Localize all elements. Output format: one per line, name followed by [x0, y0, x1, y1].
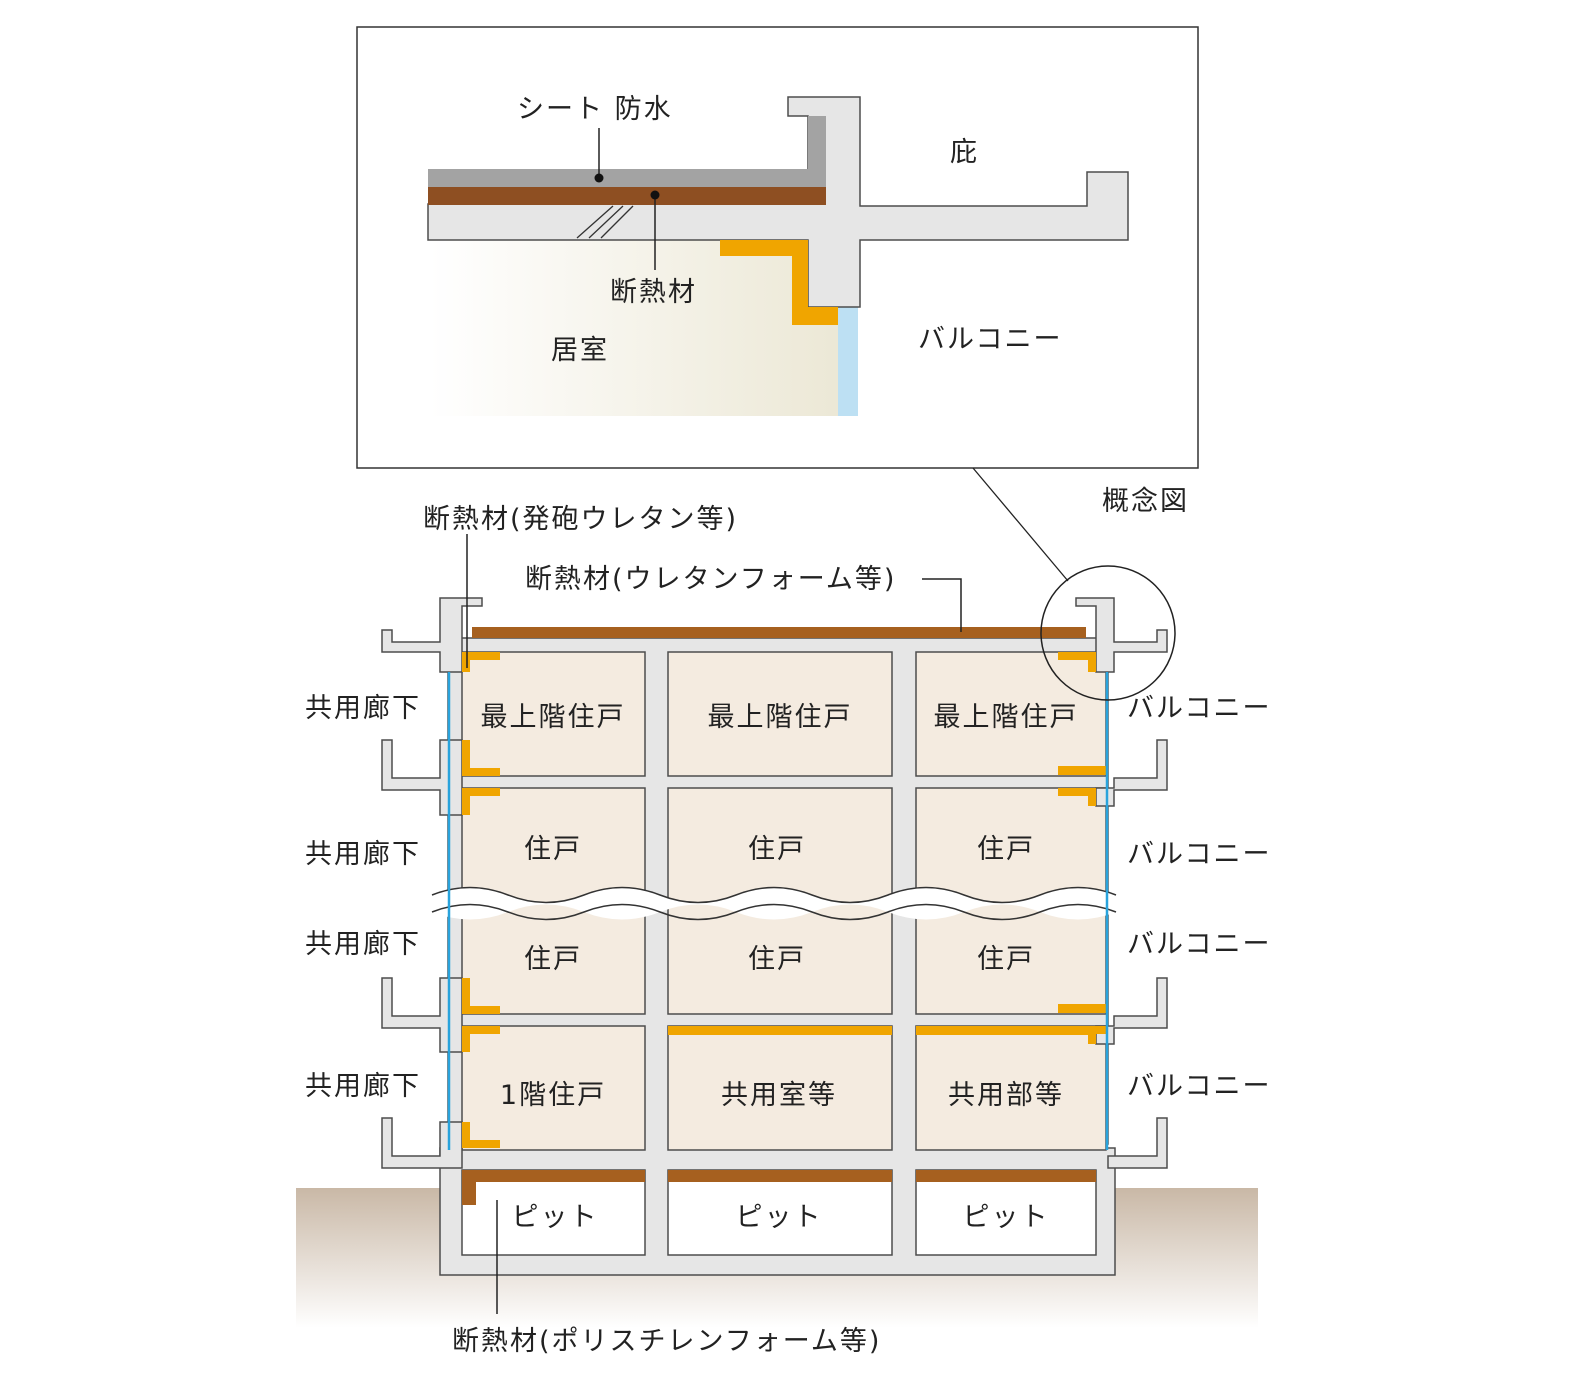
pit-c3	[915, 1169, 1097, 1256]
inset-hatch	[576, 205, 634, 239]
label-corridor-2: 共用廊下	[305, 839, 421, 870]
unit-r4c2: 共用室等	[721, 1080, 837, 1111]
label-corridor-3: 共用廊下	[305, 929, 421, 960]
unit-r3c2: 住戸	[748, 944, 806, 975]
balcony-slab-4	[1107, 1117, 1168, 1169]
label-balcony-3: バルコニー	[1127, 929, 1271, 960]
pit-label-c1: ピット	[512, 1202, 599, 1233]
pit-insulation-c2	[668, 1170, 892, 1182]
unit-r2c3: 住戸	[977, 834, 1035, 865]
pit-insulation-c3	[916, 1170, 1096, 1182]
label-sheet-waterproofing: シート 防水	[517, 94, 673, 125]
roof-insulation	[472, 627, 1086, 638]
inset-insulation-orange	[720, 240, 838, 325]
inset-insulation-brown	[428, 187, 826, 205]
parapet-left	[381, 597, 483, 673]
inset-caption: 概念図	[1102, 486, 1189, 517]
label-insulation-foam: 断熱材(発砲ウレタン等)	[423, 504, 738, 535]
magnifier-circle	[1040, 565, 1176, 701]
unit-r4c3: 共用部等	[948, 1080, 1064, 1111]
inset-sheet-waterproofing	[428, 116, 826, 187]
break-wave	[431, 886, 1117, 921]
corridor-slab-4	[381, 1117, 463, 1169]
unit-r4c1: 1階住戸	[500, 1080, 606, 1111]
parapet-right	[1075, 597, 1168, 673]
label-living-room: 居室	[551, 335, 609, 366]
inset-room	[430, 240, 838, 416]
room-r4c2	[667, 1025, 893, 1151]
inset-glass	[838, 307, 858, 416]
pit-insulation-c1-edge	[462, 1170, 476, 1205]
unit-r1c1: 最上階住戸	[481, 702, 626, 733]
label-balcony-1: バルコニー	[1127, 693, 1271, 724]
inset-detail: シート 防水 庇 断熱材 居室 バルコニー	[356, 26, 1199, 469]
thermal-bridge-insulation	[462, 652, 1106, 1148]
pit-label-c3: ピット	[963, 1202, 1050, 1233]
unit-r1c3: 最上階住戸	[934, 702, 1079, 733]
unit-r2c1: 住戸	[524, 834, 582, 865]
label-eaves: 庇	[950, 137, 979, 168]
unit-r2c2: 住戸	[748, 834, 806, 865]
unit-r3c1: 住戸	[524, 944, 582, 975]
pit-c1	[461, 1169, 646, 1256]
label-inset-balcony: バルコニー	[918, 324, 1062, 355]
room-r1c3	[915, 651, 1107, 777]
leader-sheet-dot	[594, 173, 604, 183]
label-corridor-4: 共用廊下	[305, 1071, 421, 1102]
label-inset-insulation: 断熱材	[610, 277, 697, 308]
leader-urethane	[922, 578, 962, 632]
label-balcony-4: バルコニー	[1127, 1071, 1271, 1102]
unit-r1c2: 最上階住戸	[708, 702, 853, 733]
room-r1c1	[461, 651, 646, 777]
building-section	[296, 534, 1258, 1328]
room-r1c2	[667, 651, 893, 777]
room-r4c3	[915, 1025, 1107, 1151]
leader-insulation-dot	[650, 190, 660, 200]
label-insulation-urethane: 断熱材(ウレタンフォーム等)	[525, 564, 896, 595]
room-r4c1	[461, 1025, 646, 1151]
unit-r3c3: 住戸	[977, 944, 1035, 975]
pit-c2	[667, 1169, 893, 1256]
connector-line	[972, 467, 1069, 582]
pit-insulation-c1	[462, 1170, 645, 1182]
label-balcony-2: バルコニー	[1127, 839, 1271, 870]
label-insulation-polystyrene: 断熱材(ポリスチレンフォーム等)	[452, 1326, 881, 1357]
pit-label-c2: ピット	[736, 1202, 823, 1233]
label-corridor-1: 共用廊下	[305, 693, 421, 724]
